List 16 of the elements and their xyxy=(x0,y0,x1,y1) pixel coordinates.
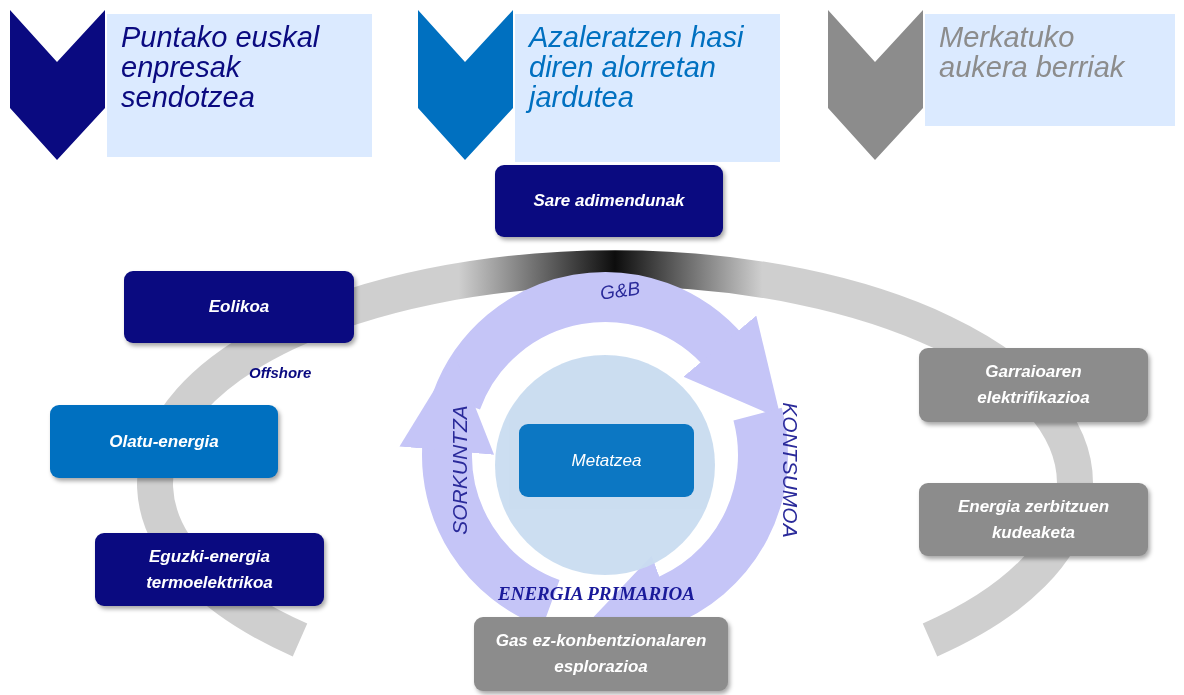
title-panel: Puntako euskal enpresak sendotzea xyxy=(107,14,372,157)
topic-box: Garraioaren elektrifikazioa xyxy=(919,348,1148,422)
cycle-label: SORKUNTZA xyxy=(447,405,472,535)
topic-box: Eguzki-energia termoelektrikoa xyxy=(95,533,324,606)
note-label: Offshore xyxy=(249,364,312,381)
cycle-label: G&B xyxy=(598,277,642,305)
cycle-label: KONTSUMOA xyxy=(777,402,802,538)
topic-box: Gas ez-konbentzionalaren esplorazioa xyxy=(474,617,728,691)
topic-box: Metatzea xyxy=(519,424,694,497)
title-panel: Azaleratzen hasi diren alorretan jardutea xyxy=(515,14,780,162)
topic-box: Energia zerbitzuen kudeaketa xyxy=(919,483,1148,556)
topic-box: Eolikoa xyxy=(124,271,354,343)
section-label: ENERGIA PRIMARIOA xyxy=(498,583,695,605)
title-panel: Merkatuko aukera berriak xyxy=(925,14,1175,126)
topic-box: Olatu-energia xyxy=(50,405,278,478)
topic-box: Sare adimendunak xyxy=(495,165,723,237)
